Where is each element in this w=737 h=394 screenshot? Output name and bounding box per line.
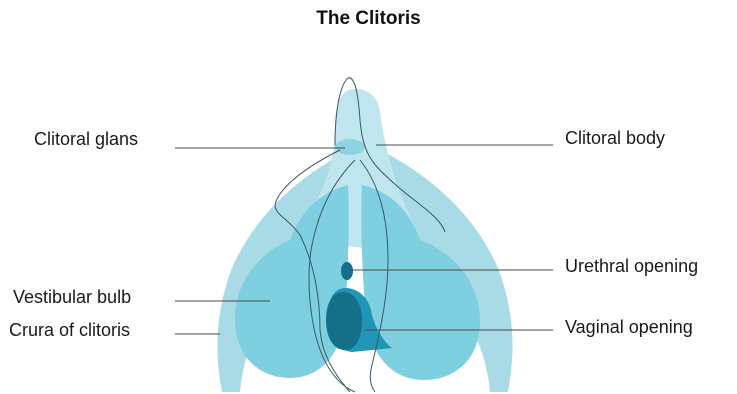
- label-vaginal-opening: Vaginal opening: [565, 317, 693, 338]
- clitoral-glans-shape: [335, 139, 365, 155]
- label-urethral-opening: Urethral opening: [565, 256, 698, 277]
- urethral-opening-shape: [341, 262, 353, 280]
- label-vestibular-bulb: Vestibular bulb: [13, 287, 131, 308]
- label-crura-of-clitoris: Crura of clitoris: [9, 320, 130, 341]
- label-clitoral-glans: Clitoral glans: [34, 129, 138, 150]
- vaginal-opening-inner: [326, 292, 362, 350]
- label-clitoral-body: Clitoral body: [565, 128, 665, 149]
